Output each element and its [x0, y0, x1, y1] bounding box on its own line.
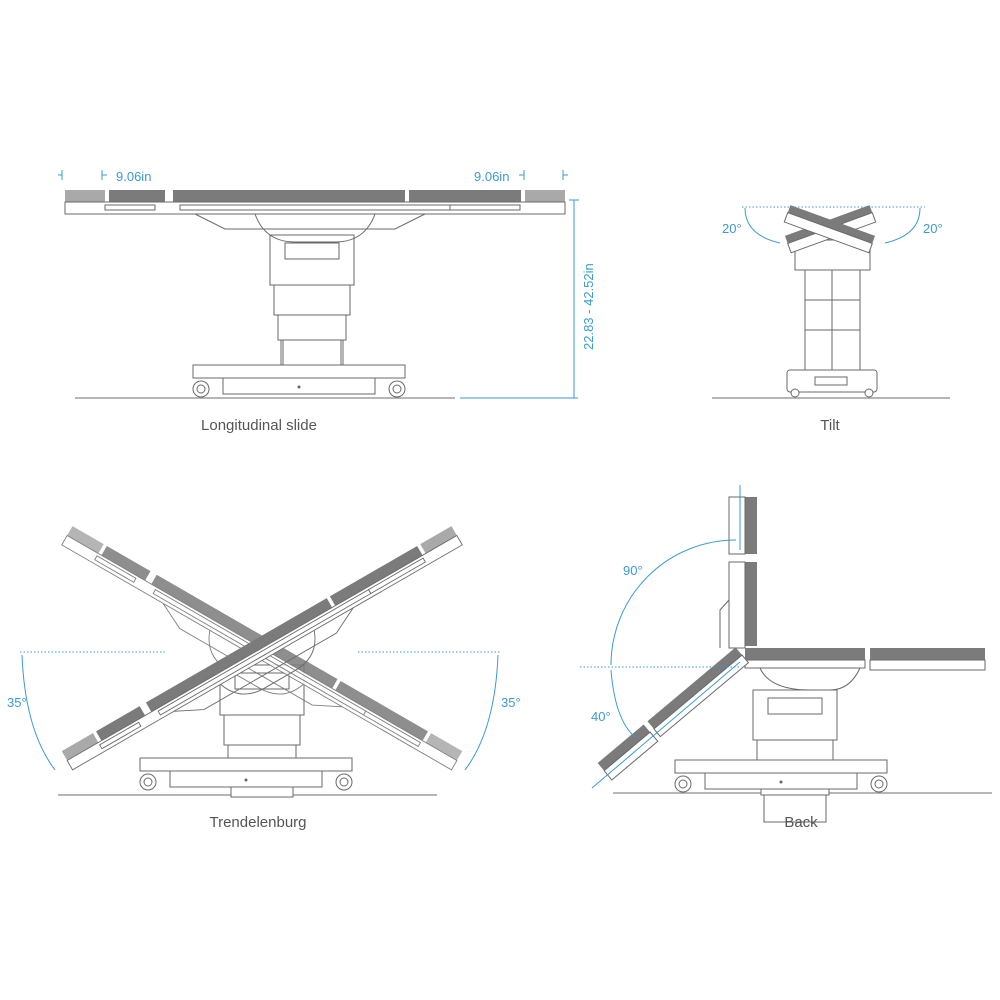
table-base	[192, 364, 406, 398]
table-top	[64, 189, 566, 243]
trendelenburg-panel: 35° 35° Trendelenburg	[7, 525, 521, 831]
caption-tilt: Tilt	[820, 417, 840, 434]
trendelenburg-angle-left-label: 35°	[7, 695, 27, 710]
caption-back: Back	[784, 814, 818, 831]
caption-longitudinal-slide: Longitudinal slide	[201, 417, 317, 434]
tilt-panel: 20° 20° Tilt	[712, 205, 950, 434]
back-angle-down-label: 40°	[591, 709, 611, 724]
trendelenburg-angle-right-label: 35°	[501, 695, 521, 710]
slide-left-label: 9.06in	[116, 169, 151, 184]
tilt-angle-left-label: 20°	[722, 221, 742, 236]
longitudinal-slide-panel: 9.06in 9.06in 22.83 - 42.52in Longitudin…	[58, 169, 596, 434]
back-panel: 90° 40° Back	[580, 485, 992, 831]
caption-trendelenburg: Trendelenburg	[209, 814, 306, 831]
tilt-angle-right-label: 20°	[923, 221, 943, 236]
height-range-label: 22.83 - 42.52in	[581, 263, 596, 350]
back-angle-up-label: 90°	[623, 563, 643, 578]
slide-right-label: 9.06in	[474, 169, 509, 184]
